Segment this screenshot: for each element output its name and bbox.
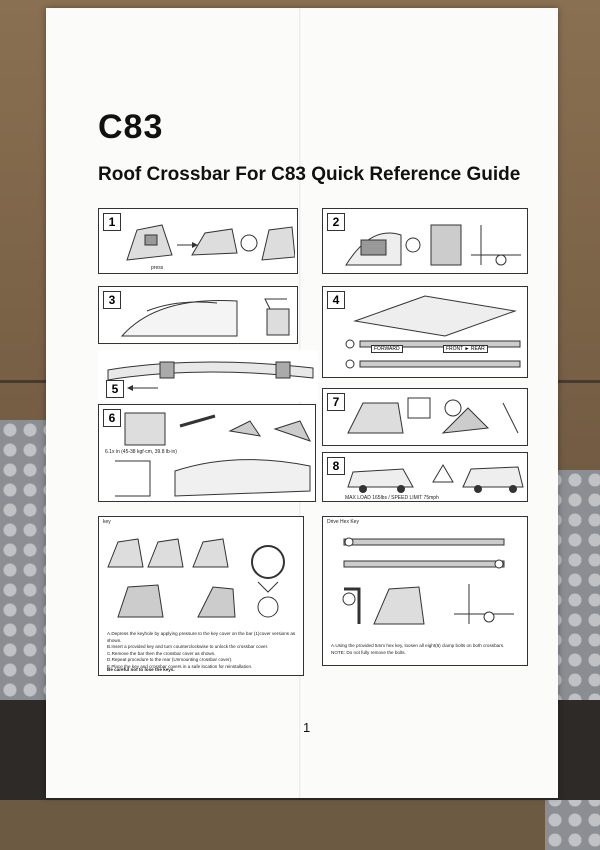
- crossbar-foot-illustration: [126, 224, 295, 261]
- instruction-a: A.Depress the keyhole by applying pressu…: [107, 631, 296, 643]
- crossbar-placement-illustration: [107, 361, 314, 391]
- step-number-8: 8: [327, 457, 345, 475]
- instruction-c: C.Remove the bar then the crossbar cover…: [107, 650, 216, 656]
- step-panel-8: 8 MAX LOAD 165lbs / SPEED LIMIT 75mph: [322, 452, 528, 502]
- page-number: 1: [303, 720, 311, 735]
- crossbar-cover-removal-illustration: [107, 538, 285, 618]
- step-panel-2: 2: [322, 208, 528, 274]
- step-number-1: 1: [103, 213, 121, 231]
- hex-key-instruction: A.Using the provided 5mm hex key, loosen…: [331, 643, 505, 648]
- step-number-5: 5: [106, 380, 124, 398]
- hex-key-note: NOTE: Do not fully remove the bolts.: [331, 649, 406, 655]
- step-panel-7: 7: [322, 388, 528, 446]
- step-number-4: 4: [327, 291, 345, 309]
- press-label: press: [151, 265, 164, 271]
- instruction-b: B.Insert a provided key and turn counter…: [107, 644, 269, 650]
- roof-cleaning-illustration: [120, 298, 290, 337]
- step-number-6: 6: [103, 409, 121, 427]
- lower-left-instructions: A.Depress the keyhole by applying pressu…: [107, 631, 299, 671]
- step-panel-6: 6 6.1x in (45-38 kgf·cm, 39.8 lb·in): [98, 404, 316, 502]
- lower-left-panel: key A.Depress the keyhole by applying pr…: [98, 516, 304, 676]
- roof-rail-illustration: [345, 224, 521, 266]
- lower-right-instructions: A.Using the provided 5mm hex key, loosen…: [331, 643, 523, 656]
- instruction-e: E.Place the key and crossbar covers in a…: [107, 663, 253, 669]
- step-panel-1: 1 press: [98, 208, 298, 274]
- load-limit-label: MAX LOAD 165lbs / SPEED LIMIT 75mph: [345, 495, 439, 501]
- instruction-d: D.Repeat procedure to the rear (Unmounti…: [107, 657, 233, 663]
- hex-key-loosening-illustration: [342, 537, 514, 625]
- cover-install-illustration: [347, 397, 519, 434]
- model-heading: C83: [98, 108, 164, 146]
- torque-tightening-illustration: [115, 412, 311, 497]
- step-number-7: 7: [327, 393, 345, 411]
- torque-spec-label: 6.1x in (45-38 kgf·cm, 39.8 lb·in): [105, 449, 177, 455]
- step-number-3: 3: [103, 291, 121, 309]
- step-number-2: 2: [327, 213, 345, 231]
- lower-left-header: key: [103, 519, 111, 525]
- lower-right-panel: Drive Hex Key A.Using the provided 5mm h…: [322, 516, 528, 666]
- guide-title: Roof Crossbar For C83 Quick Reference Gu…: [98, 164, 521, 185]
- step-panel-3: 3: [98, 286, 298, 344]
- forward-tag: FORWARD: [371, 345, 403, 353]
- step-panel-5: 5: [98, 350, 318, 402]
- instruction-sheet: C83 Roof Crossbar For C83 Quick Referenc…: [46, 8, 558, 798]
- step-panel-4: 4 FORWARD FRONT ► REAR: [322, 286, 528, 378]
- vehicle-load-illustration: [347, 464, 524, 493]
- paper-fold-line: [299, 8, 301, 798]
- front-rear-tag: FRONT ► REAR: [443, 345, 488, 353]
- crossbar-orientation-illustration: [345, 295, 521, 369]
- caution-note: Be careful not to lose the keys.: [107, 667, 175, 672]
- lower-right-header: Drive Hex Key: [327, 519, 359, 525]
